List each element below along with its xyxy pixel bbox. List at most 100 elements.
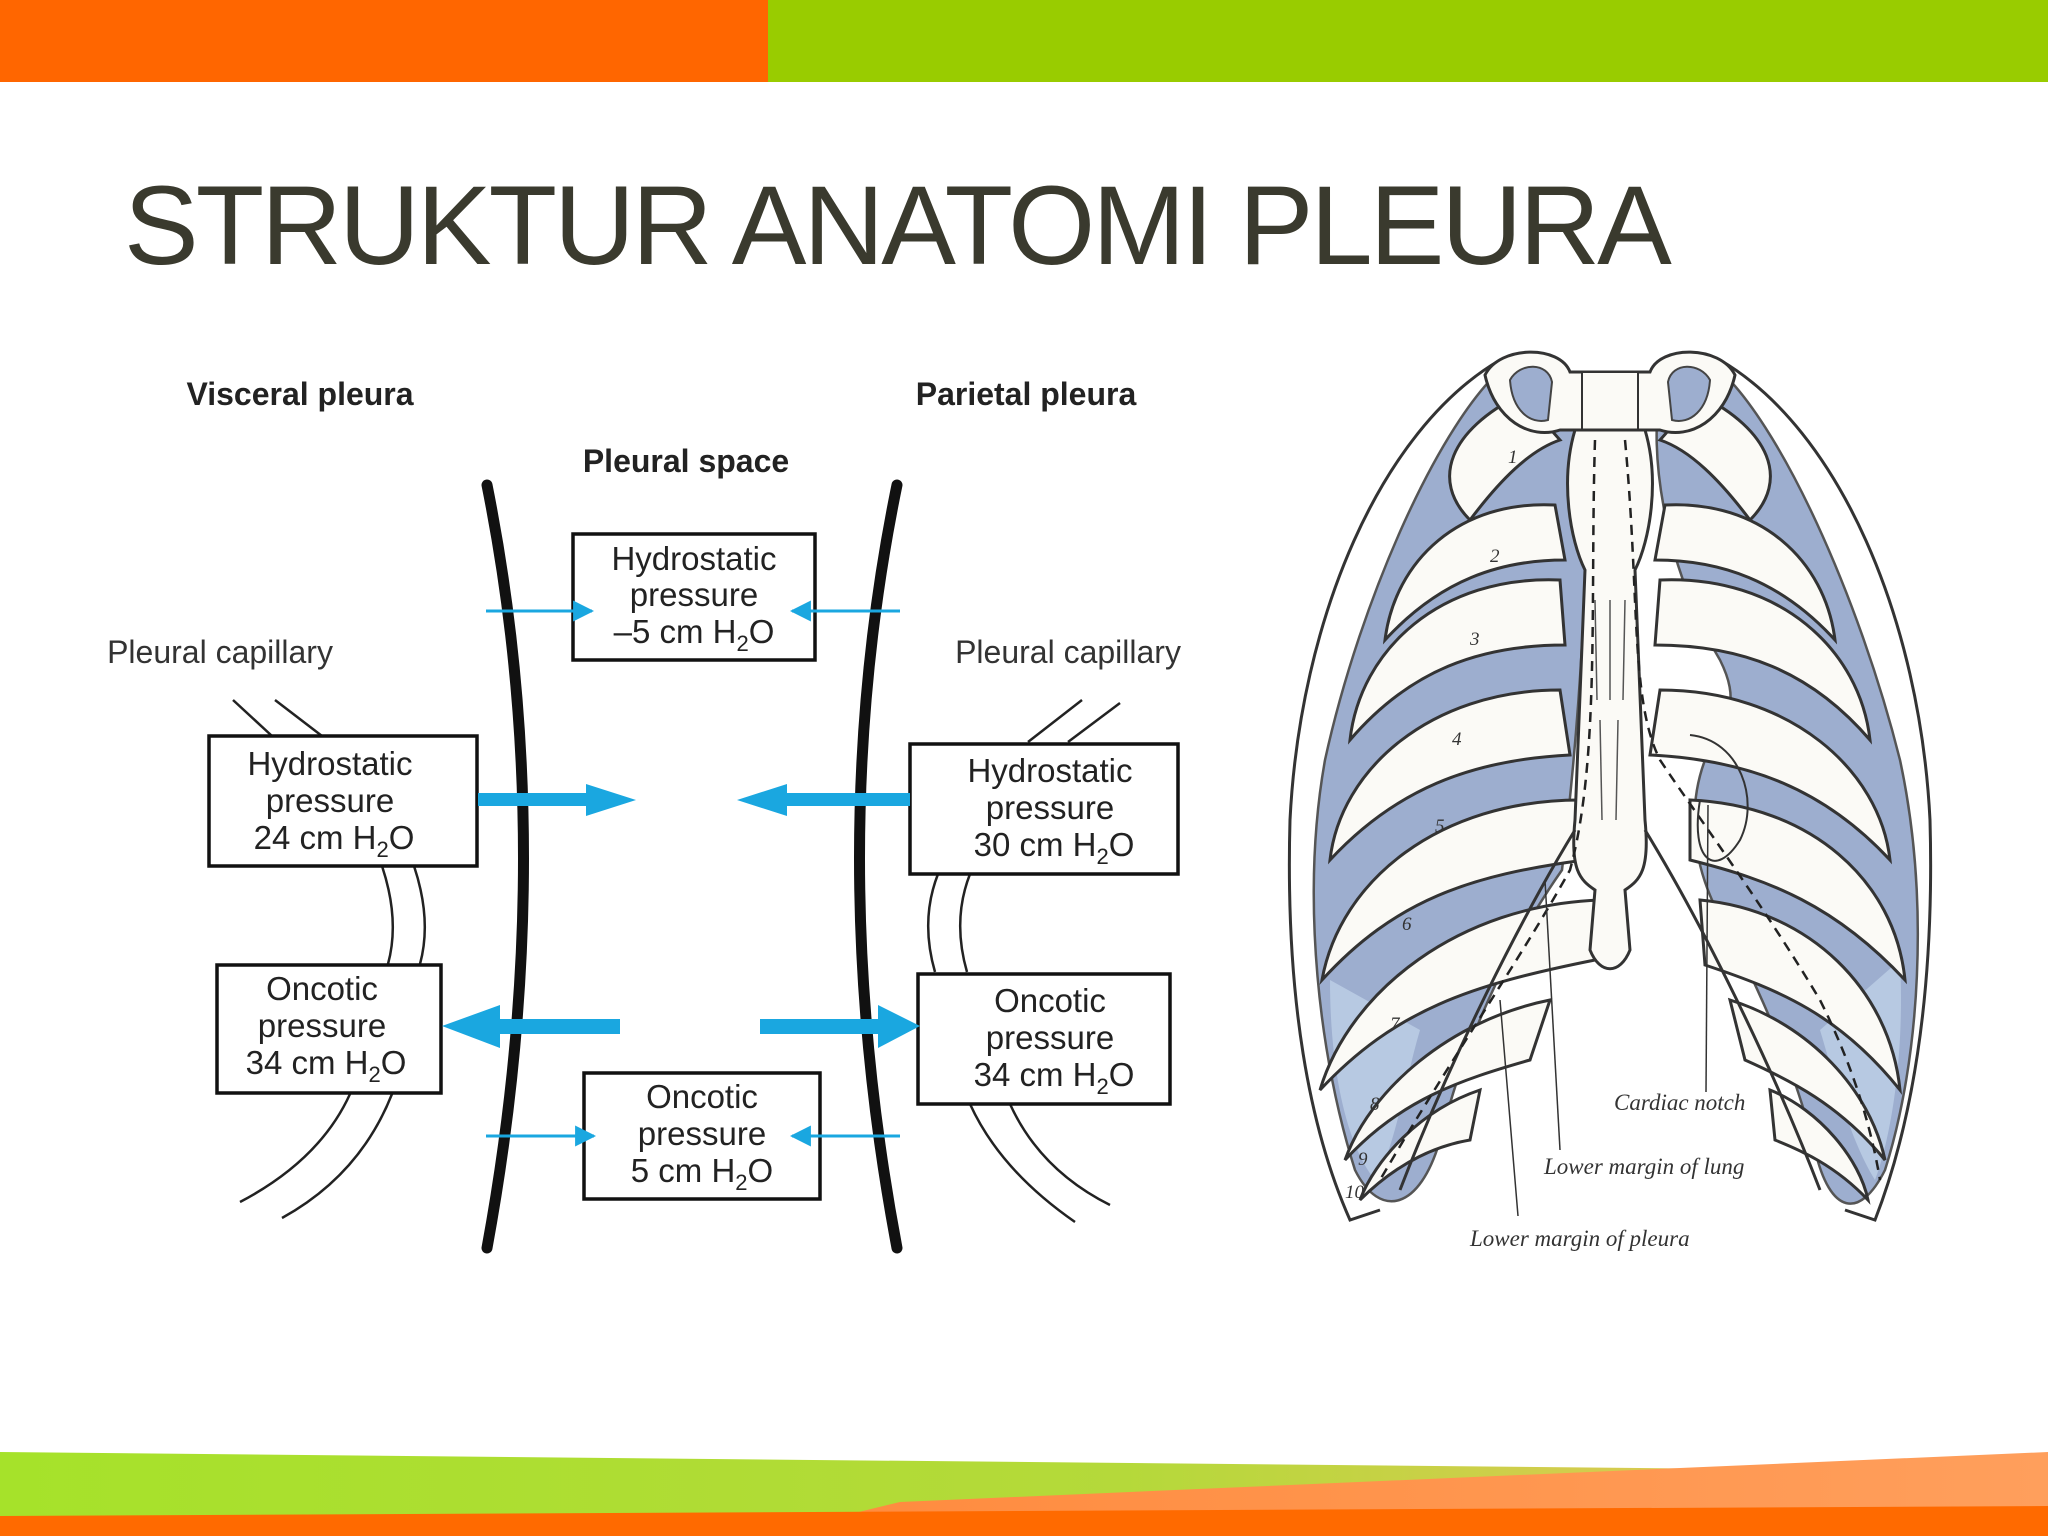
rib-number: 7 [1390, 1014, 1401, 1035]
rib [1343, 998, 1553, 1162]
space-oncotic-line2: pressure [638, 1115, 766, 1152]
right-capillary-line [1008, 1103, 1111, 1207]
rib-number: 9 [1358, 1149, 1368, 1170]
rib [1653, 578, 1873, 745]
value-subscript: 2 [368, 1062, 380, 1087]
left-oncotic-value: 34 cm H2O [246, 1044, 407, 1087]
value-end: O [389, 819, 415, 856]
arrow-medium-head [586, 784, 636, 816]
pleura-margin-dashes [1378, 439, 1882, 1181]
rib-number: 3 [1469, 629, 1480, 650]
right-hydrostatic-line2: pressure [986, 789, 1114, 826]
rib-number: 8 [1370, 1094, 1380, 1115]
left-capillary-line [239, 1093, 352, 1204]
space-hydrostatic-value: –5 cm H2O [614, 613, 775, 656]
rib-number: 4 [1452, 729, 1462, 750]
rib-numbers: 1 2 3 4 5 6 7 8 9 10 [1345, 447, 1518, 1203]
parietal-pleura-label: Parietal pleura [916, 376, 1137, 412]
space-hydrostatic-line1: Hydrostatic [611, 540, 776, 577]
arrow-medium-shaft [478, 793, 588, 806]
rib-number: 1 [1508, 447, 1518, 468]
right-capillary-line [1027, 699, 1083, 743]
ribcage-outline [1287, 358, 1933, 1222]
pressure-boxes [207, 532, 1180, 1201]
left-costal-margin [1643, 829, 1822, 1191]
right-capillary-line [926, 873, 940, 973]
arrow-large-head [442, 1005, 500, 1048]
right-capillary-line [958, 873, 972, 973]
cardiac-notch-outline [1689, 734, 1749, 862]
pleura-pressure-diagram: Visceral pleura Parietal pleura Pleural … [107, 376, 1181, 1254]
top-orange-bar [0, 0, 768, 82]
slide-title: STRUKTUR ANATOMI PLEURA [124, 163, 1672, 288]
left-capillary-line [412, 865, 427, 965]
bottom-bands [0, 1452, 2048, 1536]
left-capillary-line [274, 699, 323, 737]
rib [1318, 898, 1602, 1092]
parietal-pleura-line [854, 479, 903, 1254]
bottom-orange-strip [0, 1506, 2048, 1536]
lower-margin-pleura-label: Lower margin of pleura [1469, 1226, 1690, 1251]
arrow-medium-shaft [785, 793, 910, 806]
value-subscript: 2 [1096, 1074, 1108, 1099]
right-pleura-margin [1378, 439, 1597, 1181]
right-oncotic-line1: Oncotic [994, 982, 1106, 1019]
right-oncotic-line2: pressure [986, 1019, 1114, 1056]
arrow-large-head [878, 1005, 920, 1048]
hatch-line [1594, 599, 1598, 701]
rib-number: 2 [1490, 546, 1500, 567]
left-hydrostatic-value: 24 cm H2O [254, 819, 415, 862]
hatch-line [1615, 719, 1619, 821]
pleural-capillary-right-label: Pleural capillary [955, 634, 1181, 670]
right-capillary-line [1067, 702, 1121, 743]
left-hydrostatic-line1: Hydrostatic [247, 745, 412, 782]
sternum-hatching [1594, 599, 1626, 821]
rib [1688, 798, 1907, 985]
value-text: 34 cm H [974, 1056, 1097, 1093]
rib [1698, 898, 1903, 1095]
value-text: 30 cm H [974, 826, 1097, 863]
cardiac-notch-label: Cardiac notch [1614, 1090, 1745, 1115]
visceral-pleura-label: Visceral pleura [186, 376, 413, 412]
right-ribs [1318, 393, 1602, 1202]
visceral-pleura-line [481, 479, 529, 1254]
arrow-large-shaft [760, 1019, 880, 1034]
pleural-space-label: Pleural space [583, 443, 789, 479]
leader-line [1544, 879, 1561, 1151]
rib-number: 5 [1435, 816, 1445, 837]
arrow-medium-head [737, 784, 787, 816]
leader-lines [1499, 804, 1709, 1217]
value-end: O [381, 1044, 407, 1081]
value-subscript: 2 [736, 631, 748, 656]
lower-margin-lung-label: Lower margin of lung [1543, 1154, 1744, 1179]
left-oncotic-box [215, 963, 443, 1095]
right-oncotic-box [916, 972, 1172, 1106]
rib [1768, 1087, 1871, 1205]
rib [1319, 798, 1587, 985]
hatch-line [1599, 719, 1603, 821]
flow-arrows [442, 600, 920, 1147]
right-hydrostatic-box [908, 742, 1180, 876]
value-subscript: 2 [1096, 844, 1108, 869]
rib [1347, 578, 1567, 745]
left-oncotic-line2: pressure [258, 1007, 386, 1044]
right-capillary-line [968, 1103, 1076, 1224]
left-capillary-line [281, 1093, 394, 1220]
value-text: 5 cm H [631, 1152, 736, 1189]
rib [1727, 997, 1887, 1161]
right-costal-margin [1398, 829, 1577, 1191]
value-subscript: 2 [735, 1170, 747, 1195]
left-oncotic-line1: Oncotic [266, 970, 378, 1007]
rib [1653, 503, 1838, 645]
rib [1648, 688, 1892, 865]
right-hydrostatic-value: 30 cm H2O [974, 826, 1135, 869]
left-capillary-line [232, 699, 273, 737]
left-hydrostatic-line2: pressure [266, 782, 394, 819]
value-text: –5 cm H [614, 613, 737, 650]
left-hydrostatic-box [207, 734, 479, 868]
rib-number: 6 [1402, 914, 1412, 935]
pleural-capillary-left-label: Pleural capillary [107, 634, 333, 670]
left-capillary-vessel [232, 699, 427, 1220]
value-end: O [749, 613, 775, 650]
value-end: O [1109, 826, 1135, 863]
